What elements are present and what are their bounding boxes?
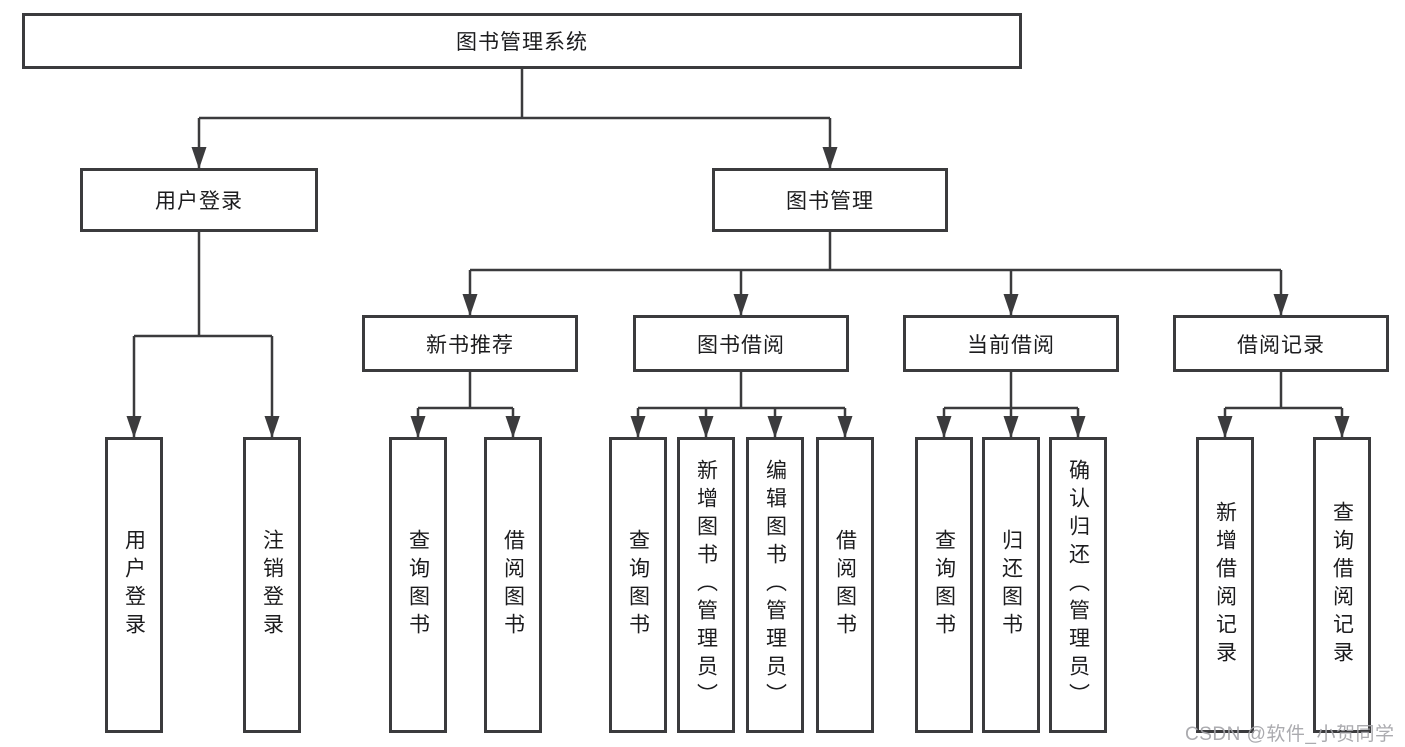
leaf-add-books-admin: 新增图书（管理员） xyxy=(677,437,735,733)
node-borrowing-records: 借阅记录 xyxy=(1173,315,1389,372)
node-root: 图书管理系统 xyxy=(22,13,1022,69)
node-book-borrowing: 图书借阅 xyxy=(633,315,849,372)
leaf-borrow-books-recommend: 借阅图书 xyxy=(484,437,542,733)
edge-book-borrowing-children xyxy=(630,372,853,438)
leaf-query-books-current-label: 查询图书 xyxy=(932,529,956,641)
edge-borrowing-records-children xyxy=(1217,372,1350,438)
edge-new-book-recommend-children xyxy=(410,372,521,438)
node-book-management-label: 图书管理 xyxy=(786,190,874,213)
node-borrowing-records-label: 借阅记录 xyxy=(1237,333,1325,357)
node-user-login: 用户登录 xyxy=(80,168,318,232)
leaf-query-borrow-record-label: 查询借阅记录 xyxy=(1330,501,1354,669)
leaf-query-books-current: 查询图书 xyxy=(915,437,973,733)
edge-user-login-children xyxy=(126,232,280,438)
leaf-confirm-return-admin-label: 确认归还（管理员） xyxy=(1066,459,1090,711)
leaf-borrow-books-borrowing: 借阅图书 xyxy=(816,437,874,733)
leaf-user-login-label: 用户登录 xyxy=(122,529,146,641)
edge-current-borrowing-children xyxy=(936,372,1086,438)
edge-root-to-level2 xyxy=(191,69,838,169)
leaf-query-borrow-record: 查询借阅记录 xyxy=(1313,437,1371,733)
leaf-edit-books-admin: 编辑图书（管理员） xyxy=(746,437,804,733)
leaf-add-borrow-record-label: 新增借阅记录 xyxy=(1213,501,1237,669)
leaf-return-books: 归还图书 xyxy=(982,437,1040,733)
node-book-borrowing-label: 图书借阅 xyxy=(697,333,785,357)
leaf-logout-login-label: 注销登录 xyxy=(260,529,284,641)
leaf-query-books-recommend: 查询图书 xyxy=(389,437,447,733)
node-book-management: 图书管理 xyxy=(712,168,948,232)
leaf-add-borrow-record: 新增借阅记录 xyxy=(1196,437,1254,733)
leaf-add-books-admin-label: 新增图书（管理员） xyxy=(694,459,718,711)
node-root-label: 图书管理系统 xyxy=(456,31,588,54)
leaf-borrow-books-recommend-label: 借阅图书 xyxy=(501,529,525,641)
leaf-borrow-books-borrowing-label: 借阅图书 xyxy=(833,529,857,641)
leaf-return-books-label: 归还图书 xyxy=(999,529,1023,641)
node-user-login-label: 用户登录 xyxy=(155,190,243,213)
leaf-query-books-borrowing: 查询图书 xyxy=(609,437,667,733)
node-new-book-recommend-label: 新书推荐 xyxy=(426,333,514,357)
leaf-edit-books-admin-label: 编辑图书（管理员） xyxy=(763,459,787,711)
node-current-borrowing-label: 当前借阅 xyxy=(967,333,1055,357)
leaf-confirm-return-admin: 确认归还（管理员） xyxy=(1049,437,1107,733)
leaf-query-books-recommend-label: 查询图书 xyxy=(406,529,430,641)
leaf-query-books-borrowing-label: 查询图书 xyxy=(626,529,650,641)
edge-book-management-children xyxy=(462,232,1289,316)
node-new-book-recommend: 新书推荐 xyxy=(362,315,578,372)
leaf-user-login: 用户登录 xyxy=(105,437,163,733)
leaf-logout-login: 注销登录 xyxy=(243,437,301,733)
node-current-borrowing: 当前借阅 xyxy=(903,315,1119,372)
csdn-watermark: CSDN @软件_小贺同学 xyxy=(1185,724,1395,745)
